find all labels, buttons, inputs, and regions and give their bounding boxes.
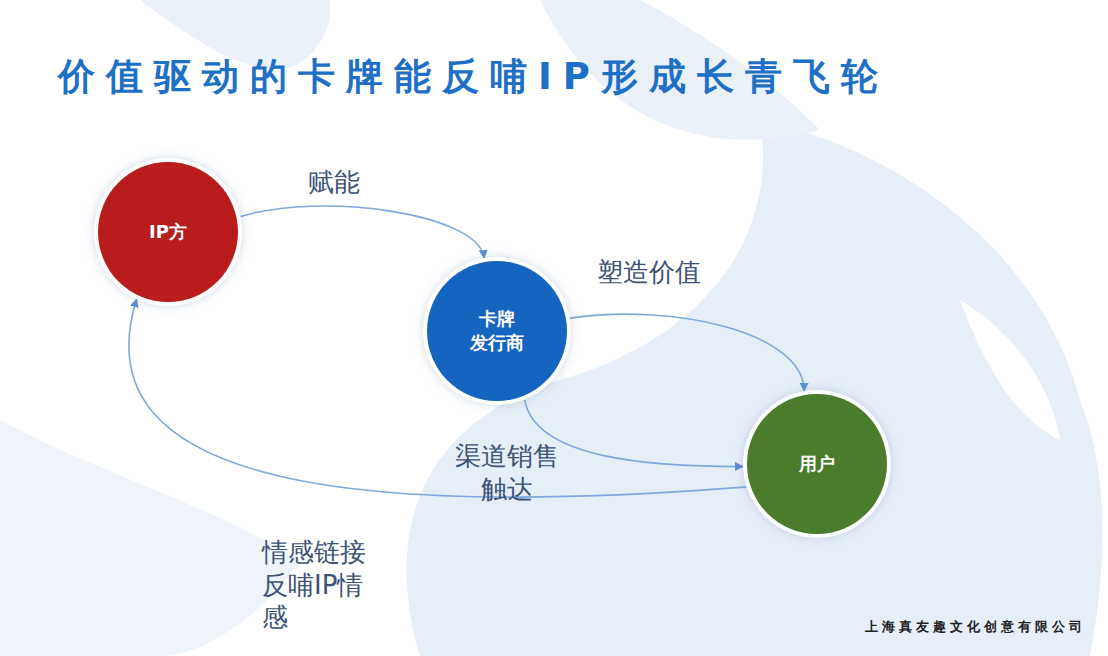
- edge-label: 渠道销售 触达: [450, 440, 564, 505]
- circle-node: IP方: [98, 162, 238, 302]
- circle-node: 卡牌 发行商: [427, 261, 567, 401]
- flow-connector: [240, 206, 484, 258]
- edge-label: 情感链接 反哺IP情感: [262, 536, 376, 634]
- watermark-shape: [407, 120, 1103, 656]
- edge-label: 塑造价值: [597, 256, 701, 289]
- company-footer: 上海真友趣文化创意有限公司: [865, 618, 1086, 636]
- node-text: 卡牌 发行商: [467, 307, 526, 356]
- watermark-shape: [0, 420, 300, 656]
- watermark-shape: [960, 300, 1060, 440]
- node-text: 用户: [799, 452, 835, 476]
- edge-label: 赋能: [308, 166, 360, 199]
- flow-connector: [570, 314, 804, 391]
- node-text: IP方: [149, 220, 187, 244]
- title: 价值驱动的卡牌能反哺IP形成长青飞轮: [58, 52, 889, 102]
- circle-node: 用户: [747, 394, 887, 534]
